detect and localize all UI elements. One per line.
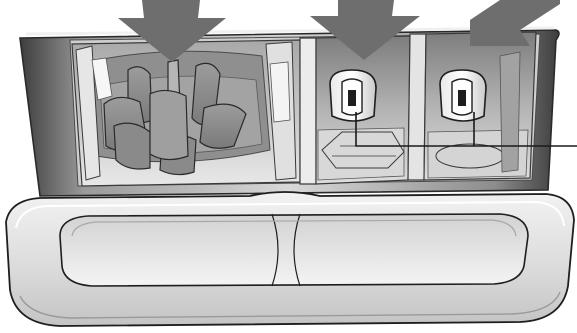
siphon-cap-icon	[440, 70, 486, 121]
drawer-handle	[60, 214, 528, 286]
divider-wall-left	[300, 38, 316, 184]
divider-wall-right	[408, 34, 426, 180]
siphon-cap-icon	[330, 70, 376, 121]
